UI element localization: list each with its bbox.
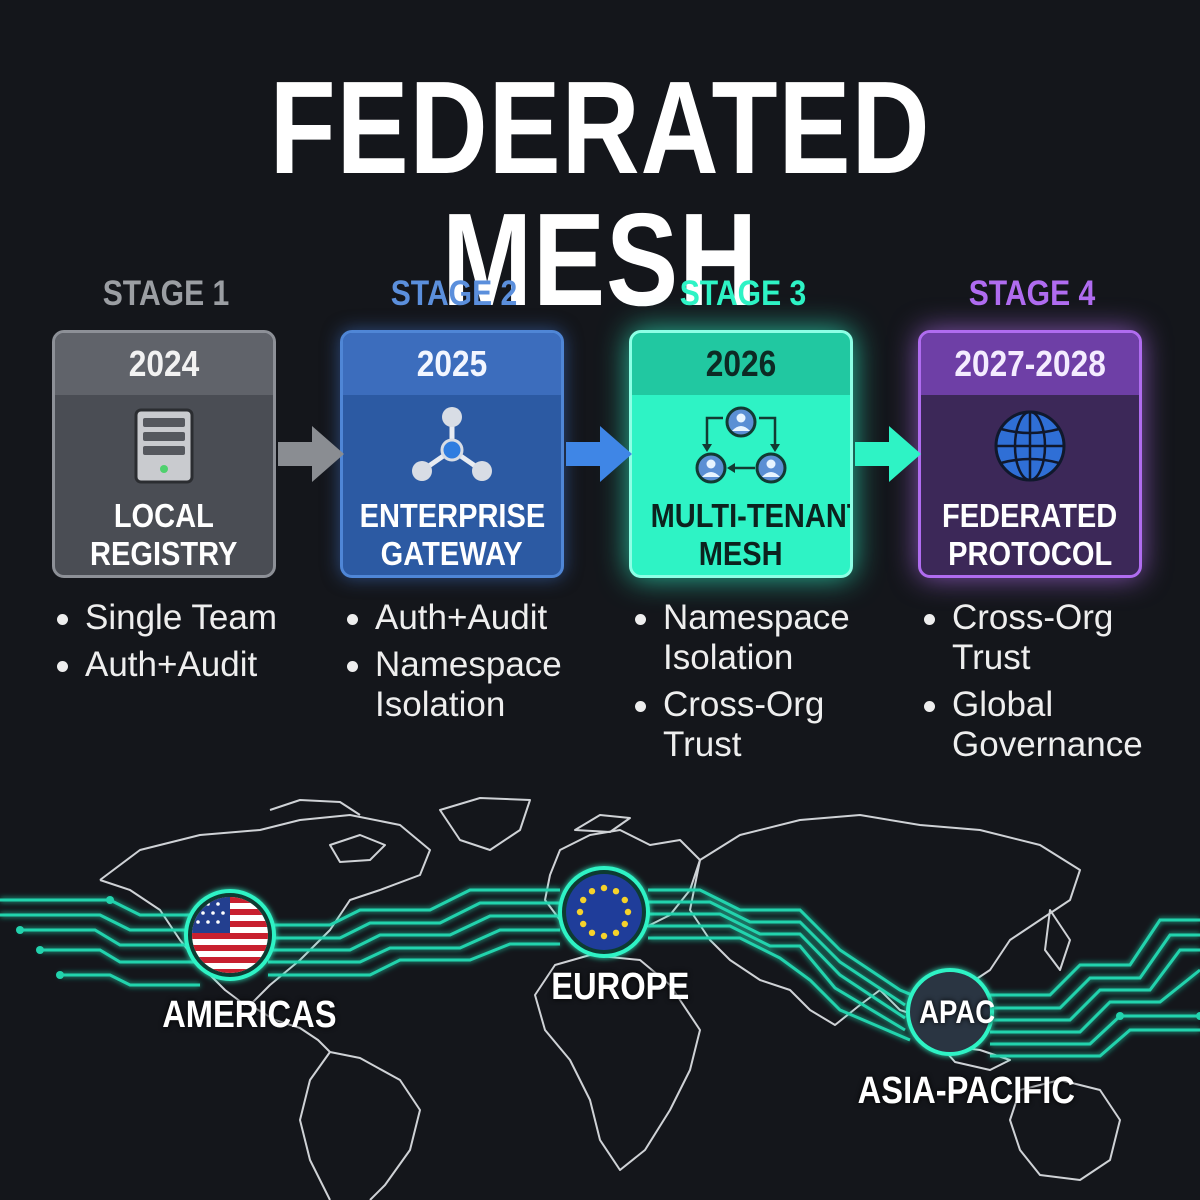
circuit-nodes [16,896,1200,1020]
eu-star [588,929,596,936]
eu-star [624,908,632,916]
stage-2-name: ENTERPRISE GATEWAY [359,497,546,572]
stage-3-card: 2026 MULTI-TE [629,330,853,578]
eu-star [600,932,608,940]
stage-4-card: 2027-2028 FEDERATED PROTOCOL [918,330,1142,578]
arrow-right-icon [855,426,921,482]
region-label-americas: AMERICAS [162,994,337,1036]
arrow-right-icon [278,426,344,482]
stage-4-year: 2027-2028 [921,333,1139,395]
list-item: Cross-Org Trust [631,685,881,765]
stage-4-label: STAGE 4 [968,274,1096,313]
eu-star [576,908,584,916]
eu-star [621,920,628,928]
stage-3-label: STAGE 3 [679,274,807,313]
arrow-right-icon [566,426,632,482]
stage-1-year: 2024 [55,333,273,395]
list-item: Global Governance [920,685,1170,765]
stage-4-bullets: Cross-Org Trust Global Governance [920,598,1170,772]
server-icon [134,408,194,484]
list-item: Namespace Isolation [343,645,593,725]
stage-3-name: MULTI-TENANT MESH [650,497,853,572]
stage-2-year: 2025 [343,333,561,395]
eu-star [588,888,596,895]
list-item: Namespace Isolation [631,598,881,678]
list-item: Auth+Audit [343,598,593,638]
region-label-asia-pacific: ASIA-PACIFIC [857,1070,1075,1112]
stage-2-label: STAGE 2 [390,274,518,313]
eu-star [612,929,620,936]
stage-3-bullets: Namespace Isolation Cross-Org Trust [631,598,881,772]
us-flag-icon [184,889,276,981]
stage-2-card: 2025 ENTERPRISE GATEWAY [340,330,564,578]
stage-2-bullets: Auth+Audit Namespace Isolation [343,598,593,732]
region-label-europe: EUROPE [551,966,690,1008]
stage-1-label: STAGE 1 [102,274,230,313]
network-hub-icon [412,407,492,481]
list-item: Cross-Org Trust [920,598,1170,678]
eu-star [621,896,628,904]
region-badge-apac: APAC [919,994,996,1030]
eu-star [600,884,608,892]
stage-1-card: 2024 LOCAL REGISTRY [52,330,276,578]
stage-1-bullets: Single Team Auth+Audit [53,598,303,692]
stage-1-name: LOCAL REGISTRY [90,497,238,572]
list-item: Auth+Audit [53,645,303,685]
apac-badge [906,968,994,1056]
list-item: Single Team [53,598,303,638]
page-title: FEDERATED MESH [269,54,931,333]
circuit-traces [0,888,1200,1058]
eu-star [580,896,587,904]
eu-star [612,888,620,895]
users-cycle-icon [695,406,787,484]
world-map [0,797,1200,1200]
eu-flag-icon [558,866,650,958]
stage-3-year: 2026 [632,333,850,395]
globe-icon [994,410,1066,482]
stage-4-name: FEDERATED PROTOCOL [942,497,1118,572]
eu-star [580,920,587,928]
